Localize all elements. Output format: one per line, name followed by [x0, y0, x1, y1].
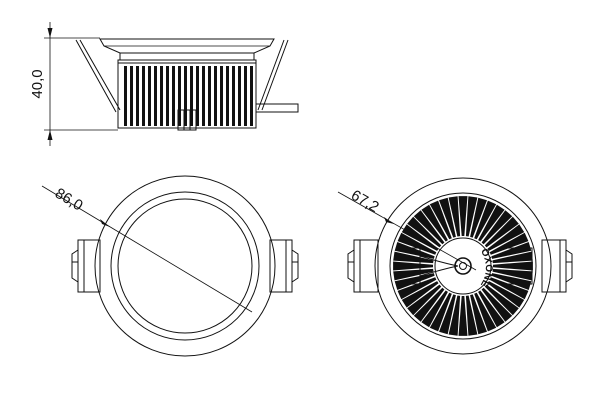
back-fin — [458, 296, 468, 336]
side-view: 40,0 — [29, 22, 299, 146]
back-fin — [484, 284, 519, 316]
back-hub — [454, 257, 472, 275]
back-fin — [465, 295, 478, 336]
side-fin — [202, 66, 205, 126]
side-fin — [190, 66, 193, 126]
back-fin — [487, 224, 525, 251]
back-fin — [491, 242, 532, 259]
back-fin — [413, 287, 445, 322]
front-clip-left — [71, 239, 101, 293]
front-view: 86,0 — [41, 175, 299, 357]
back-fin — [470, 294, 487, 335]
height-dimension: 40,0 — [29, 22, 118, 146]
back-fin — [489, 277, 529, 300]
back-fin — [407, 216, 442, 248]
back-fin — [393, 261, 433, 271]
side-fin — [232, 66, 235, 126]
back-fin — [474, 292, 497, 332]
side-view-cable — [256, 103, 299, 113]
side-fin — [208, 66, 211, 126]
back-fin — [448, 295, 461, 336]
spring-right — [257, 39, 289, 111]
back-fin — [393, 251, 434, 264]
back-fin — [394, 242, 435, 259]
side-fin — [226, 66, 229, 126]
back-fin — [484, 216, 519, 248]
back-clip-right — [541, 239, 573, 293]
brand-text: OXONE — [478, 247, 494, 289]
back-fin — [421, 204, 448, 242]
back-fin — [489, 232, 529, 255]
back-fin — [474, 200, 497, 240]
side-view-fins — [124, 66, 253, 126]
front-clip-right — [269, 239, 299, 293]
cutout-diameter-label: 67,2 — [348, 187, 382, 216]
front-inner-ring — [110, 191, 260, 341]
side-fin — [244, 66, 247, 126]
back-fin — [478, 290, 505, 328]
back-fin — [481, 287, 513, 322]
side-fin — [220, 66, 223, 126]
back-heatsink-rim — [389, 192, 537, 340]
front-lens — [117, 198, 253, 334]
back-fin — [470, 197, 487, 238]
back-fin — [421, 290, 448, 328]
back-fin — [487, 281, 525, 308]
back-fin — [481, 210, 513, 245]
back-view-fins — [393, 196, 533, 336]
side-fin — [178, 66, 181, 126]
side-fin — [184, 66, 187, 126]
back-fin — [439, 294, 456, 335]
back-fin — [397, 232, 437, 255]
back-fin — [491, 273, 532, 290]
back-fin — [478, 204, 505, 242]
side-fin — [148, 66, 151, 126]
height-label: 40,0 — [29, 69, 46, 98]
back-fin — [413, 210, 445, 245]
back-fin — [401, 224, 439, 251]
back-outer-ring — [374, 177, 552, 355]
svg-text:OXONE: OXONE — [478, 247, 494, 289]
back-bracket-left — [396, 247, 421, 285]
side-fin — [250, 66, 253, 126]
back-fin — [407, 284, 442, 316]
back-fin — [439, 197, 456, 238]
back-fin — [492, 268, 533, 281]
back-bracket-right — [508, 247, 533, 285]
back-fin — [493, 261, 533, 271]
back-fin — [465, 196, 478, 237]
back-fin — [393, 268, 434, 281]
side-fin — [160, 66, 163, 126]
back-fin — [394, 273, 435, 290]
spring-left — [75, 39, 121, 113]
front-outer-ring — [94, 175, 276, 357]
back-view: OXONE 67,2 — [337, 177, 573, 355]
side-fin — [136, 66, 139, 126]
side-fin — [238, 66, 241, 126]
outer-diameter-label: 86,0 — [52, 185, 86, 215]
back-fin — [429, 200, 452, 240]
back-fin — [401, 281, 439, 308]
back-fin — [458, 196, 468, 236]
side-fin — [166, 66, 169, 126]
back-fin — [448, 196, 461, 237]
side-fin — [196, 66, 199, 126]
side-fin — [214, 66, 217, 126]
side-fin — [142, 66, 145, 126]
side-fin — [172, 66, 175, 126]
back-fin — [492, 251, 533, 264]
back-fin — [397, 277, 437, 300]
side-fin — [124, 66, 127, 126]
back-fin — [429, 292, 452, 332]
back-clip-left — [347, 239, 379, 293]
side-fin — [130, 66, 133, 126]
side-fin — [154, 66, 157, 126]
outer-diameter-dimension: 86,0 — [41, 185, 253, 313]
